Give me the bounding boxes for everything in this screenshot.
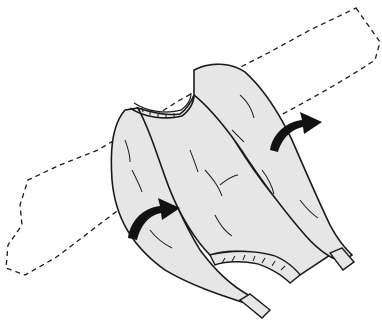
left-cuff — [240, 294, 270, 318]
sweater-icon — [111, 64, 354, 318]
